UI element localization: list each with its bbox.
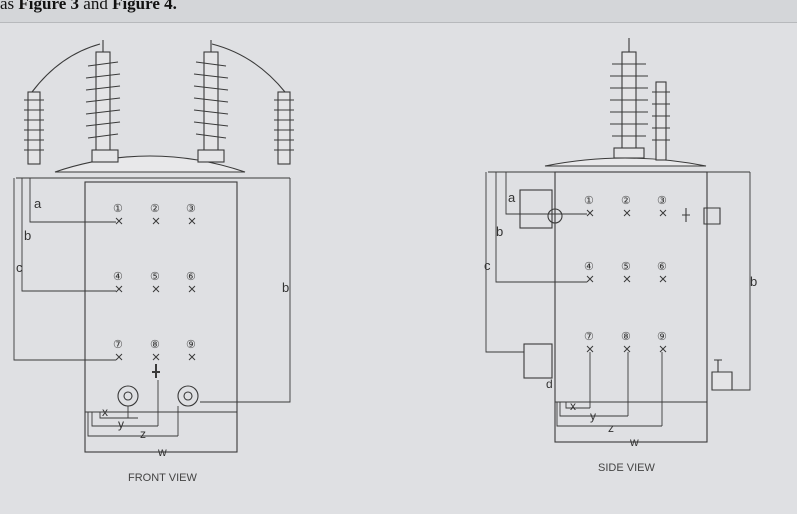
front-terminal-6: ⑥ xyxy=(186,271,196,283)
front-dim-a: a xyxy=(34,196,42,211)
front-bushing-right-outer xyxy=(274,91,294,165)
caption-joiner: and xyxy=(79,0,113,13)
side-dim-z: z xyxy=(608,421,614,435)
side-dimension-lines xyxy=(485,172,751,443)
side-terminal-5: ⑤ xyxy=(621,261,631,273)
side-terminal-6: ⑥ xyxy=(657,261,667,273)
side-dim-d: d xyxy=(546,377,553,391)
front-hv-lead-left xyxy=(31,43,101,93)
side-gauge xyxy=(547,208,563,224)
front-terminal-7: ⑦ xyxy=(113,339,123,351)
front-dim-x: x xyxy=(102,405,108,419)
side-view xyxy=(485,38,751,443)
caption-figure-4: Figure 4. xyxy=(112,0,177,13)
side-dim-b-left: b xyxy=(496,224,503,239)
side-valve xyxy=(711,359,733,391)
front-hv-lead-right xyxy=(211,43,286,93)
front-dimension-lines xyxy=(13,178,291,453)
caption-text: as Figure 3 and Figure 4. xyxy=(0,0,177,14)
front-bottom-terminal-right xyxy=(177,385,199,407)
front-bottom-terminal-left xyxy=(117,385,139,407)
side-junction-box-bottom xyxy=(523,343,553,379)
front-dim-z: z xyxy=(140,427,146,441)
front-dim-b-right: b xyxy=(282,280,289,295)
front-bushing-right-center xyxy=(193,40,229,163)
side-terminal-9: ⑨ xyxy=(657,331,667,343)
front-terminal-2: ② xyxy=(150,203,160,215)
side-dim-w: w xyxy=(629,435,639,449)
side-terminal-4: ④ xyxy=(584,261,594,273)
side-dim-a: a xyxy=(508,190,516,205)
front-terminal-1: ① xyxy=(113,203,123,215)
side-dim-y: y xyxy=(590,409,596,423)
front-view-title: FRONT VIEW xyxy=(128,472,197,484)
front-terminal-9: ⑨ xyxy=(186,339,196,351)
side-junction-box-top xyxy=(519,189,553,229)
side-terminal-7: ⑦ xyxy=(584,331,594,343)
caption-prefix: as xyxy=(0,0,19,13)
front-bushing-left-outer xyxy=(24,91,44,165)
side-cover xyxy=(544,157,707,167)
front-bushing-left-center xyxy=(85,40,121,163)
front-dim-b-left: b xyxy=(24,228,31,243)
side-bushing-arrester xyxy=(652,81,670,161)
front-terminal-4: ④ xyxy=(113,271,123,283)
side-terminal-1: ① xyxy=(584,195,594,207)
side-dim-c: c xyxy=(484,258,491,273)
front-dim-c: c xyxy=(16,260,23,275)
front-dim-y: y xyxy=(118,417,124,431)
front-view xyxy=(13,40,294,453)
side-terminal-3: ③ xyxy=(657,195,667,207)
side-bushing-main xyxy=(610,38,648,159)
side-dim-x: x xyxy=(570,399,576,413)
side-terminal-2: ② xyxy=(621,195,631,207)
side-view-title: SIDE VIEW xyxy=(598,462,655,474)
side-terminal-crosses xyxy=(586,209,667,353)
side-terminal-8: ⑧ xyxy=(621,331,631,343)
front-terminal-crosses xyxy=(115,217,196,361)
front-terminal-3: ③ xyxy=(186,203,196,215)
caption-figure-3: Figure 3 xyxy=(18,0,80,13)
front-terminal-8: ⑧ xyxy=(150,339,160,351)
front-drain-valve xyxy=(152,364,160,378)
front-dim-w: w xyxy=(157,445,167,459)
side-dim-b-right: b xyxy=(750,274,757,289)
side-oil-gauge xyxy=(682,207,721,225)
front-terminal-5: ⑤ xyxy=(150,271,160,283)
